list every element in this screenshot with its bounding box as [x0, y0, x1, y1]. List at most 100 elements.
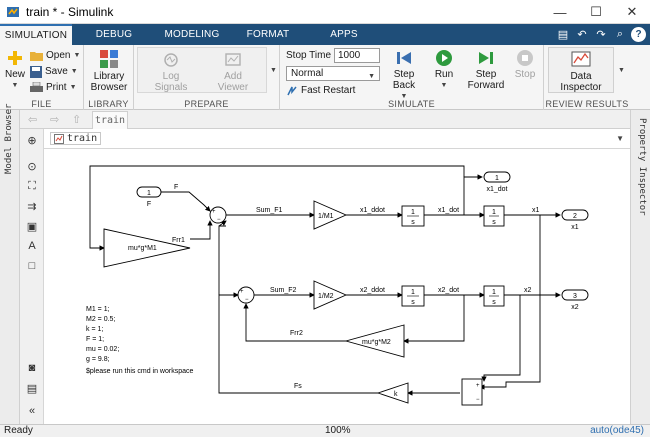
tab-simulation[interactable]: SIMULATION: [0, 24, 72, 45]
minimize-button[interactable]: —: [553, 4, 567, 20]
printer-icon: [30, 81, 43, 92]
inport-F[interactable]: 1 F: [136, 186, 162, 208]
integrator-3[interactable]: 1 s: [401, 285, 425, 307]
inport-F-name: F: [147, 201, 151, 208]
title-bar: train * - Simulink — ☐ ✕: [0, 0, 650, 24]
hide-show-icon[interactable]: ⊕: [27, 134, 37, 147]
chevron-down-icon: ▼: [73, 52, 81, 59]
search-icon[interactable]: ⌕: [616, 27, 624, 40]
outport-x1-number: 2: [573, 213, 577, 220]
file-section-label: FILE: [31, 99, 52, 109]
screenshot-icon[interactable]: ◙: [28, 362, 36, 374]
property-icon[interactable]: ▤: [26, 382, 38, 395]
add-viewer-icon: [225, 53, 241, 66]
log-signals-icon: [164, 53, 178, 67]
model-tab-train[interactable]: train: [92, 111, 128, 129]
note-line: M2 = 0.5;: [86, 316, 115, 323]
run-button[interactable]: Run ▼: [426, 49, 462, 91]
sum-block-1[interactable]: + −: [209, 206, 227, 224]
tab-apps[interactable]: APPS: [330, 29, 358, 40]
integrator-numerator: 1: [411, 209, 415, 216]
signal-line-icon[interactable]: ⇉: [27, 200, 37, 213]
outport-x1-dot[interactable]: 1 x1_dot: [483, 171, 511, 193]
integrator-numerator: 1: [492, 289, 496, 296]
undo-icon[interactable]: ↶: [577, 28, 587, 41]
log-signals-button[interactable]: Log Signals: [146, 51, 196, 93]
solver-link[interactable]: auto(ode45): [590, 425, 644, 436]
signal-label-Frr2: Frr2: [290, 330, 303, 337]
spring-sum-sign: +: [476, 383, 480, 389]
integrator-4[interactable]: 1 s: [483, 285, 505, 307]
status-bar: Ready 100% auto(ode45): [0, 424, 650, 437]
chevron-down-icon: ▼: [11, 82, 19, 89]
parameter-note[interactable]: M1 = 1; M2 = 0.5; k = 1; F = 1; mu = 0.0…: [86, 306, 193, 375]
model-canvas[interactable]: 1 F F mu*g*M1 Frr1 + − Sum_F1 1/M1 x1_dd…: [44, 149, 630, 424]
zoom-icon[interactable]: ⊙: [27, 160, 37, 173]
area-icon[interactable]: □: [28, 260, 36, 272]
prepare-gallery: [137, 47, 267, 93]
quick-access-icon[interactable]: ▤: [557, 28, 569, 41]
gain-inv-M2-label: 1/M2: [318, 293, 334, 300]
integrator-1[interactable]: 1 s: [401, 205, 425, 227]
outport-x1-dot-name: x1_dot: [486, 186, 507, 193]
add-viewer-button[interactable]: Add Viewer: [208, 51, 258, 93]
spring-sum-block[interactable]: + −: [461, 378, 483, 406]
new-button[interactable]: New ▼: [4, 49, 26, 91]
sum-block-2[interactable]: + −: [237, 286, 255, 304]
gain-inv-M1[interactable]: 1/M1: [313, 200, 348, 230]
signal-label-x2: x2: [524, 287, 532, 294]
redo-icon[interactable]: ↷: [596, 28, 606, 41]
breadcrumb-item-train[interactable]: train: [50, 132, 102, 145]
back-arrow-icon[interactable]: ⇦: [28, 114, 38, 126]
forward-arrow-icon[interactable]: ⇨: [50, 114, 60, 126]
chevron-down-icon: ▼: [69, 84, 77, 91]
step-forward-button[interactable]: Step Forward: [466, 49, 506, 91]
tab-format[interactable]: FORMAT: [246, 29, 290, 40]
gain-inv-M2[interactable]: 1/M2: [313, 280, 348, 310]
close-button[interactable]: ✕: [626, 4, 638, 19]
simulation-mode-select[interactable]: Normal▼: [286, 66, 380, 81]
signal-label-x2_ddot: x2_ddot: [360, 287, 385, 294]
disk-icon: [30, 65, 42, 78]
navigation-row: ⇦ ⇨ ⇧ train: [0, 110, 650, 129]
gain-inv-M1-label: 1/M1: [318, 213, 334, 220]
prepare-section-label: PREPARE: [184, 99, 229, 109]
open-button[interactable]: Open▼: [30, 48, 80, 63]
library-browser-icon: [100, 50, 118, 68]
fit-view-icon[interactable]: ⛶: [28, 179, 36, 192]
outport-x1[interactable]: 2 x1: [561, 209, 589, 231]
save-button[interactable]: Save▼: [30, 64, 78, 79]
gain-k-label: k: [394, 391, 398, 398]
print-button[interactable]: Print▼: [30, 80, 77, 95]
gain-friction-M1[interactable]: mu*g*M1: [103, 228, 191, 268]
library-browser-button[interactable]: Library Browser: [88, 49, 130, 93]
outport-x2[interactable]: 3 x2: [561, 289, 589, 311]
gain-friction-M2[interactable]: mu*g*M2: [344, 324, 405, 358]
step-forward-icon: [479, 52, 493, 64]
prepare-expand-icon[interactable]: ▼: [270, 67, 277, 74]
text-annotation-icon[interactable]: A: [28, 240, 36, 252]
collapse-palette-icon[interactable]: «: [28, 405, 36, 417]
review-expand-icon[interactable]: ▼: [618, 67, 625, 74]
chevron-down-icon: ▼: [440, 82, 448, 89]
step-back-button[interactable]: Step Back ▼: [386, 49, 422, 102]
maximize-button[interactable]: ☐: [590, 4, 602, 19]
up-arrow-icon[interactable]: ⇧: [72, 114, 82, 126]
model-browser-strip[interactable]: Model Browser: [0, 104, 20, 424]
chevron-down-icon: ▼: [368, 73, 375, 80]
property-inspector-strip[interactable]: Property Inspector: [630, 110, 650, 424]
integrator-denominator: s: [411, 299, 415, 306]
note-line: mu = 0.02;: [86, 346, 119, 353]
gain-k[interactable]: k: [376, 382, 409, 404]
tab-modeling[interactable]: MODELING: [164, 29, 220, 40]
signal-label-Sum_F1: Sum_F1: [256, 207, 283, 214]
stop-time-input[interactable]: 1000: [334, 48, 380, 63]
breadcrumb-dropdown-icon[interactable]: ▼: [616, 134, 624, 143]
help-icon[interactable]: ?: [631, 26, 646, 42]
integrator-2[interactable]: 1 s: [483, 205, 505, 227]
tab-debug[interactable]: DEBUG: [95, 29, 133, 40]
data-inspector-button[interactable]: Data Inspector: [554, 51, 608, 93]
stop-button[interactable]: Stop: [510, 49, 540, 80]
fast-restart-button[interactable]: Fast Restart: [286, 83, 355, 98]
image-annotation-icon[interactable]: ▣: [26, 220, 38, 233]
